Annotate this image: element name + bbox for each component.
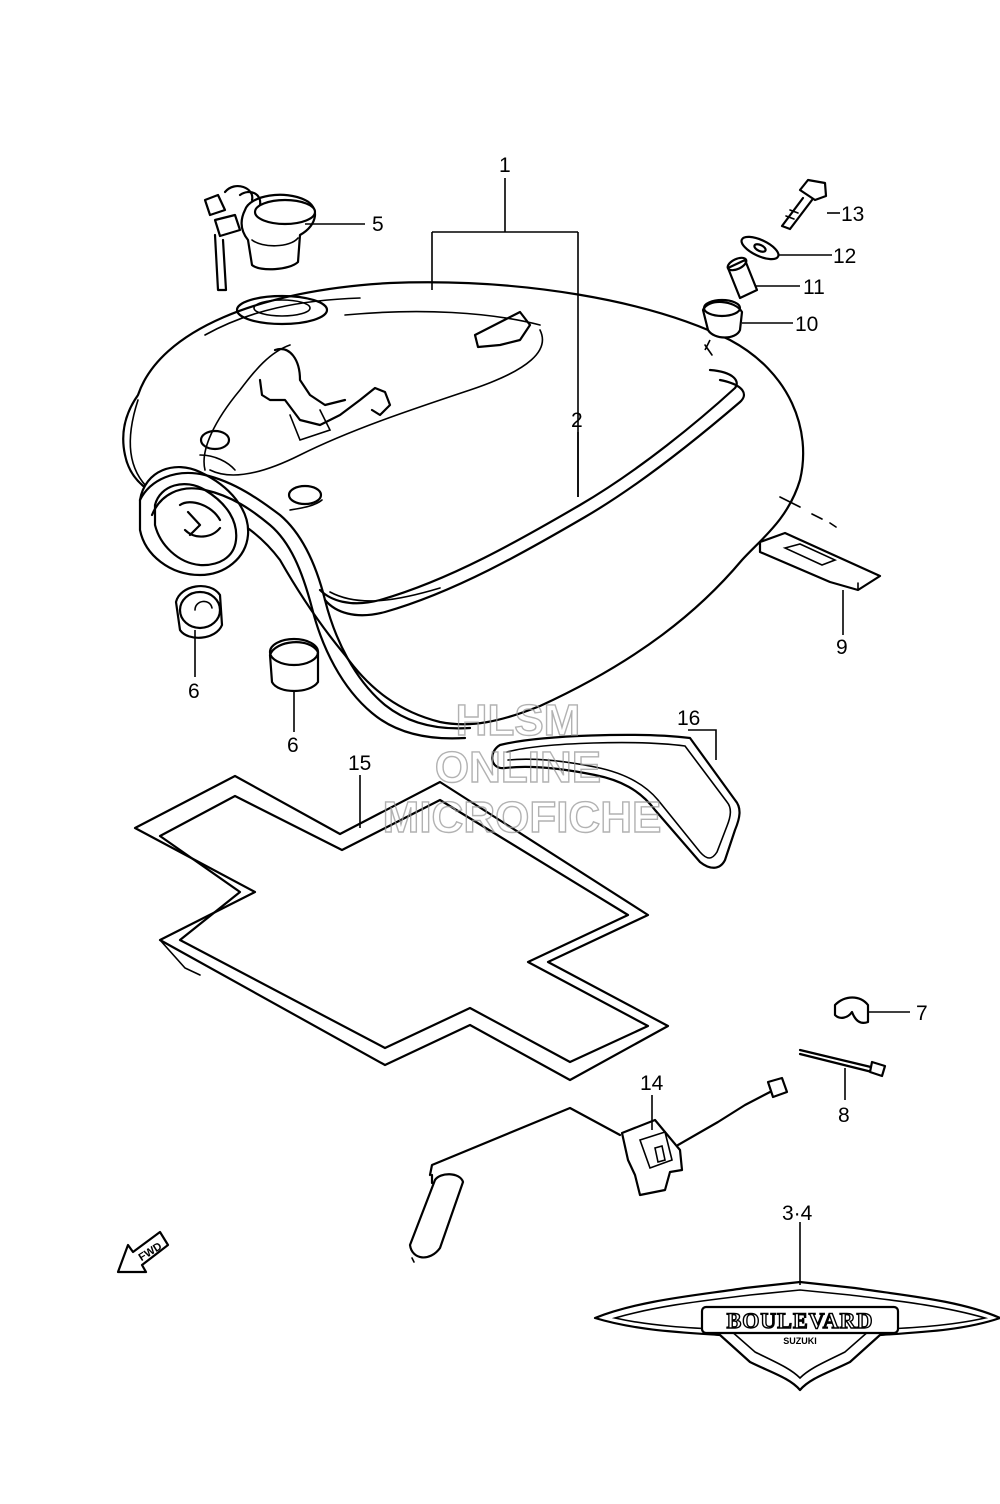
callout-3-4: 3·4: [782, 1202, 813, 1225]
boulevard-badge: BOULEVARD SUZUKI: [593, 1280, 1000, 1392]
tank-bolt: [780, 178, 828, 231]
callout-2: 2: [571, 409, 583, 432]
callout-5: 5: [372, 213, 384, 236]
tank-gasket: [133, 774, 670, 1082]
forward-direction-arrow-icon: FWD: [116, 1230, 170, 1274]
callout-8: 8: [838, 1104, 850, 1127]
badge-sub-text: SUZUKI: [783, 1336, 817, 1346]
collar: [726, 256, 759, 300]
callout-9: 9: [836, 636, 848, 659]
hose-clamp: [833, 996, 870, 1024]
grommet-upper: [174, 585, 224, 639]
watermark-line-3: MICROFICHE: [383, 793, 662, 842]
watermark: HLSM ONLINE MICROFICHE: [382, 695, 662, 842]
callout-14: 14: [640, 1072, 664, 1095]
trim-strip: [491, 733, 741, 869]
callout-leaders: [194, 178, 910, 1285]
callout-13: 13: [841, 203, 864, 226]
fuel-level-gauge: [408, 1076, 789, 1263]
callout-numbers: 1 2 3·4 5 6 6 7 8 9 10 11 12 13 14 15 16: [188, 154, 928, 1225]
washer: [740, 235, 780, 261]
callout-16: 16: [677, 707, 700, 730]
watermark-line-2: ONLINE: [435, 743, 601, 792]
callout-7: 7: [916, 1002, 928, 1025]
callout-15: 15: [348, 752, 371, 775]
watermark-line-1: HLSM: [456, 696, 581, 745]
fuel-tank: [122, 281, 805, 740]
callout-6-upper: 6: [188, 680, 200, 703]
callout-10: 10: [795, 313, 818, 336]
cable-tie: [798, 1048, 887, 1078]
cushion-rubber: [701, 298, 744, 339]
callout-6-lower: 6: [287, 734, 299, 757]
fuel-cap: [203, 184, 317, 292]
mount-plate: [758, 496, 882, 592]
callout-11: 11: [803, 276, 825, 299]
badge-main-text: BOULEVARD: [727, 1308, 874, 1333]
callout-1: 1: [499, 154, 511, 177]
grommet-lower: [268, 637, 320, 693]
callout-12: 12: [833, 245, 856, 268]
